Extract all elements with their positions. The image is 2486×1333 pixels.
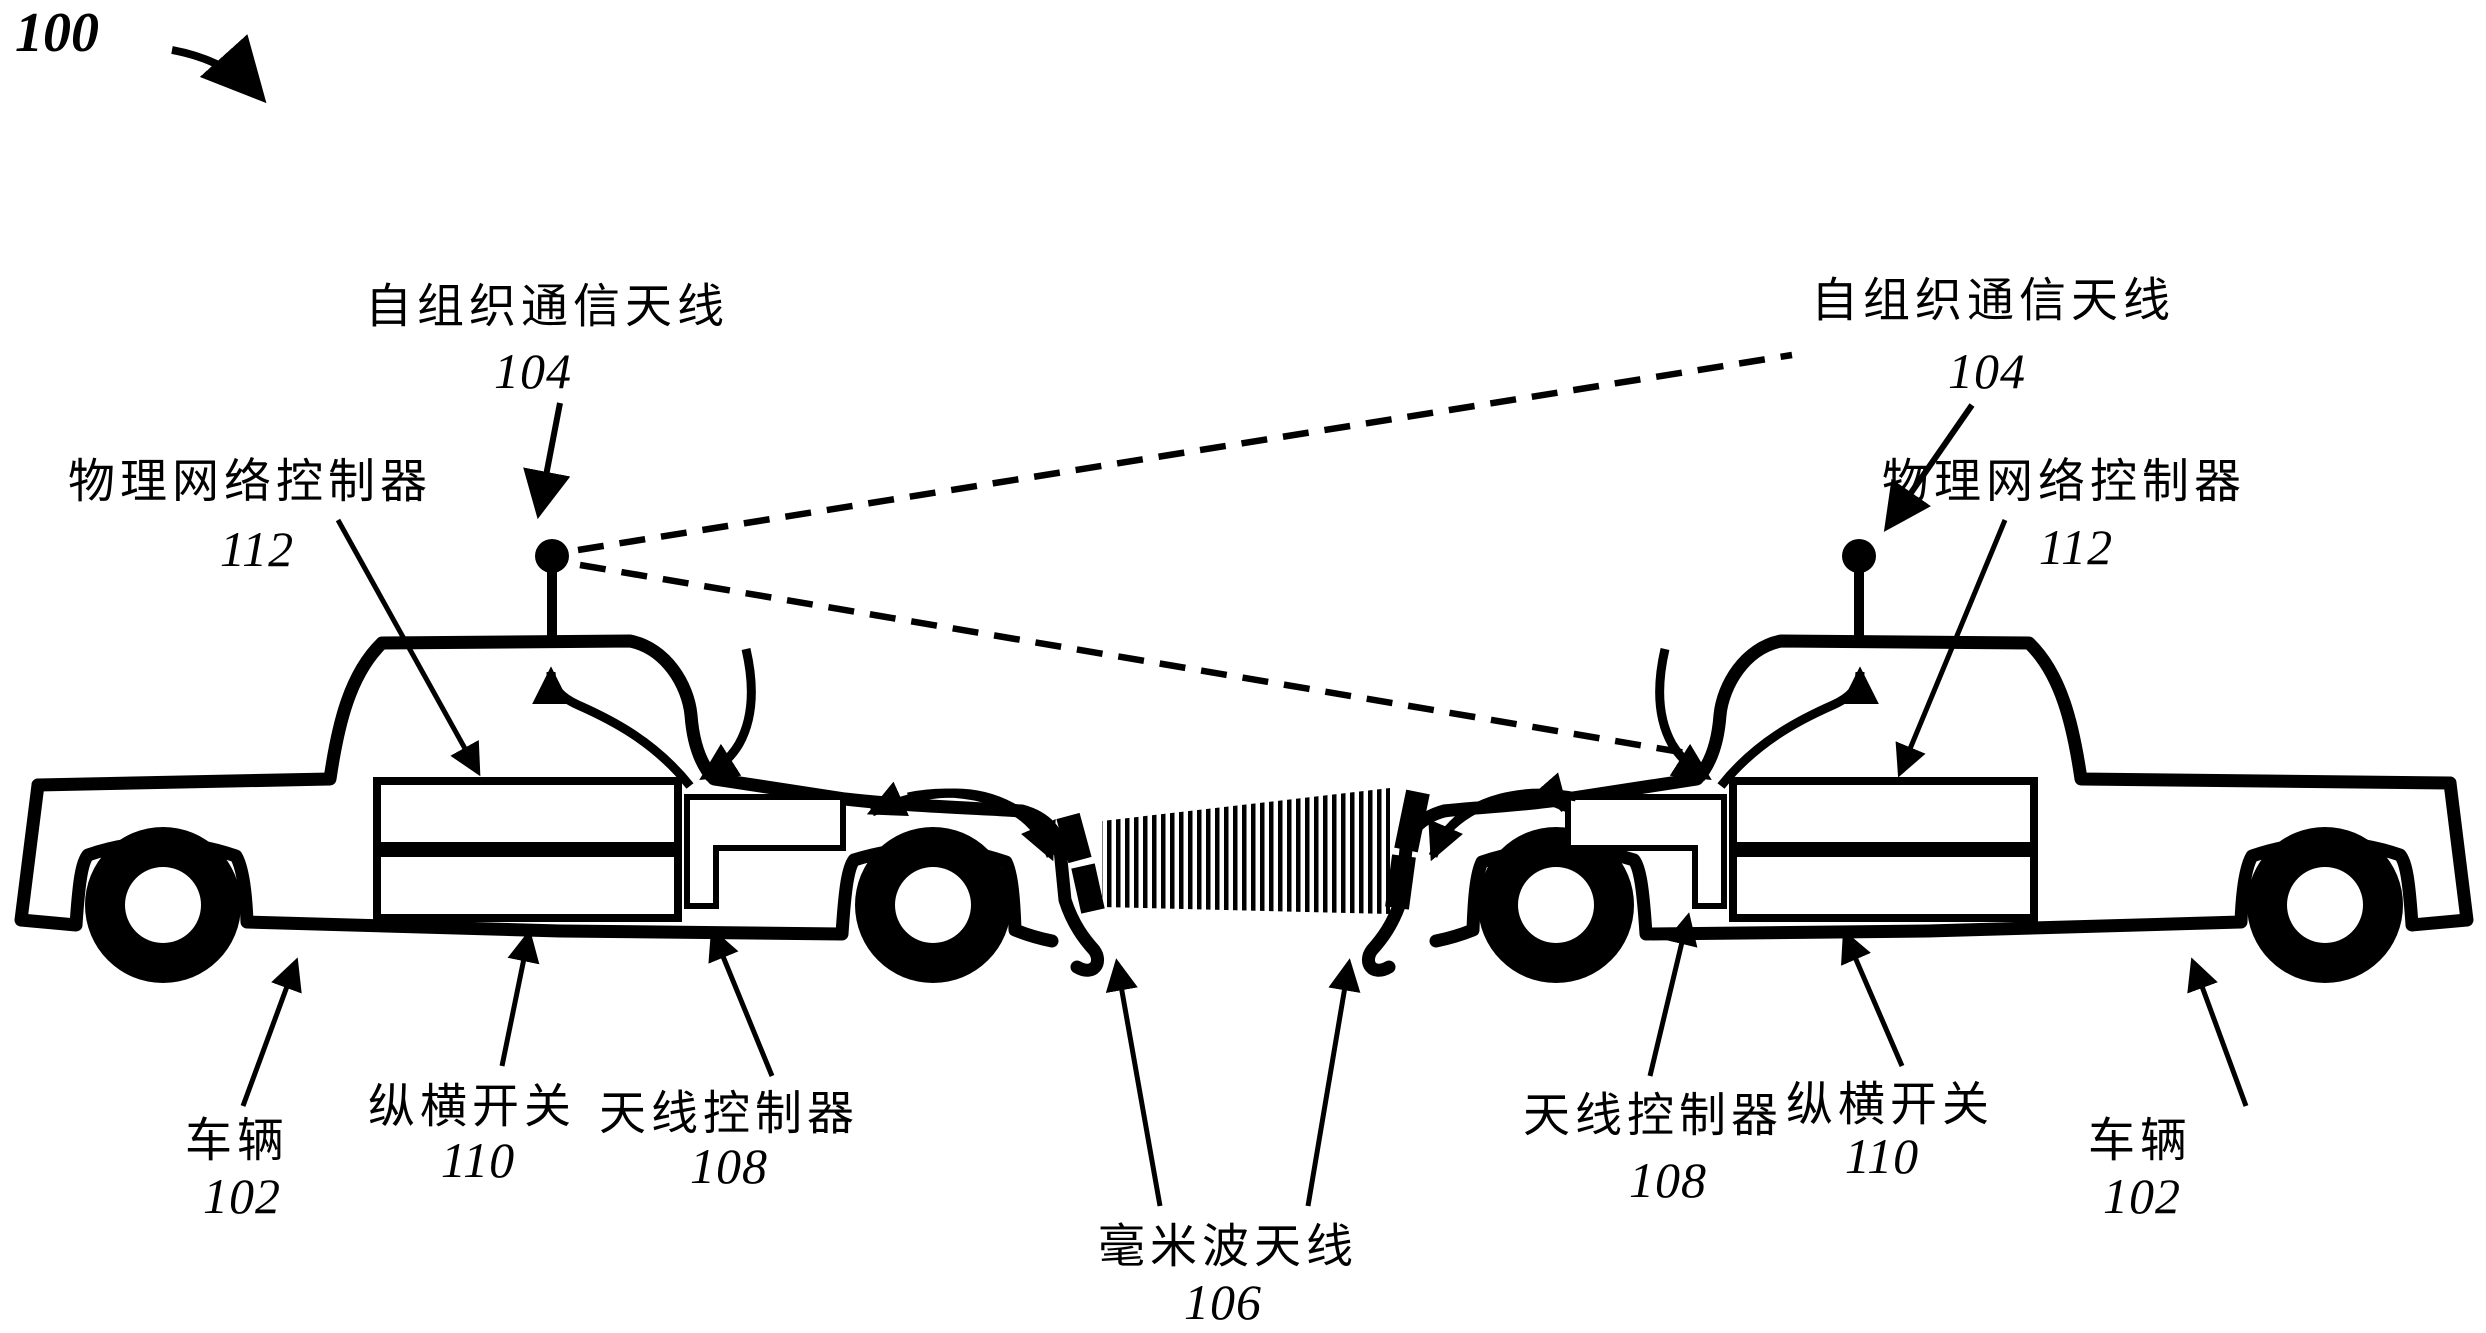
fig-ref-arrow <box>171 34 267 104</box>
feed-to-mmwave-left <box>907 788 1056 862</box>
mmwave-beam <box>1102 788 1390 914</box>
mmwave-bar-left <box>1056 812 1092 864</box>
ref-102-left: 102 <box>203 1168 281 1224</box>
arrow-104-left <box>523 402 571 520</box>
car-body-bottom-left <box>14 778 1059 948</box>
label-crossbar-switch-right: 纵横开关 <box>1786 1079 1994 1132</box>
ref-104-right: 104 <box>1948 343 2026 399</box>
arrow-104-right <box>1883 403 1975 532</box>
label-mmwave-antenna: 毫米波天线 <box>1098 1221 1358 1274</box>
car-body-bottom-right <box>1429 776 2474 948</box>
car-body-top-left <box>31 634 1104 977</box>
arrow-108-right <box>1647 912 1698 1077</box>
arrow-102-left <box>240 957 302 1107</box>
arrow-106-left <box>1105 958 1163 1207</box>
mmwave-bar-right <box>1394 789 1430 853</box>
arrow-108-left <box>708 927 775 1077</box>
label-network-controller-left: 物理网络控制器 <box>68 456 432 509</box>
adhoc-link-lower <box>579 561 1699 759</box>
ref-108-left: 108 <box>690 1138 768 1194</box>
arrow-106-right <box>1305 958 1361 1207</box>
ref-106: 106 <box>1184 1274 1262 1330</box>
figure-reference-number: 100 <box>15 2 99 64</box>
ref-112-right: 112 <box>2038 519 2114 575</box>
arrow-110-right <box>1841 929 1905 1067</box>
feed-to-mmwave-right <box>1428 788 1577 862</box>
label-vehicle-left: 车辆 <box>185 1115 289 1168</box>
ref-110-right: 110 <box>1844 1128 1920 1184</box>
arrow-112-right <box>1895 519 2008 778</box>
adhoc-link-upper <box>577 351 1793 554</box>
label-vehicle-right: 车辆 <box>2088 1115 2192 1168</box>
vehicle-left-drawing <box>14 539 1105 983</box>
ref-104-left: 104 <box>494 343 572 399</box>
arrow-102-right <box>2187 957 2249 1107</box>
vehicle-right-drawing <box>1362 539 2474 983</box>
ref-102-right: 102 <box>2103 1168 2181 1224</box>
label-antenna-controller-right: 天线控制器 <box>1523 1090 1783 1143</box>
ref-112-left: 112 <box>219 521 295 577</box>
label-adhoc-antenna-left: 自组织通信天线 <box>365 281 729 334</box>
ref-108-right: 108 <box>1629 1152 1707 1208</box>
label-antenna-controller-left: 天线控制器 <box>599 1088 859 1141</box>
label-crossbar-switch-left: 纵横开关 <box>368 1081 576 1134</box>
arrow-112-left <box>335 518 481 777</box>
label-adhoc-antenna-right: 自组织通信天线 <box>1811 275 2175 328</box>
label-network-controller-right: 物理网络控制器 <box>1882 456 2246 509</box>
ref-110-left: 110 <box>440 1132 516 1188</box>
arrow-110-left <box>499 929 540 1067</box>
